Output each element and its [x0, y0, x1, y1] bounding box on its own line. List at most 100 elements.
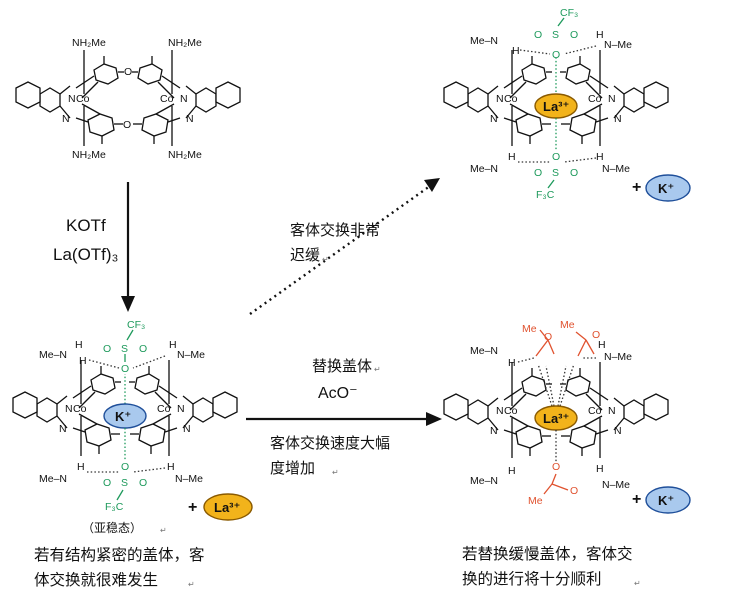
- atom-n-me: N–Me: [177, 349, 205, 361]
- atom-h: H: [596, 29, 604, 41]
- return-mark: ↵: [634, 579, 641, 588]
- atom-me-n: Me–N: [39, 349, 67, 361]
- triflate-o: O: [552, 151, 560, 163]
- return-mark: ↵: [160, 526, 167, 535]
- atom-n: N: [496, 405, 504, 417]
- ion-lanthanum-free: La³⁺: [214, 500, 240, 515]
- acetate-me: Me: [528, 495, 543, 507]
- atom-n-me: N–Me: [604, 39, 632, 51]
- triflate-cf3: CF₃: [127, 319, 145, 331]
- atom-nh2me: NH₂Me: [72, 37, 106, 49]
- replace-cap-label: 替换盖体: [312, 357, 372, 375]
- triflate-o: O: [121, 461, 129, 473]
- cage-empty: N Co Co N N N O O NH₂Me NH₂Me NH₂Me NH₂M…: [15, 37, 241, 161]
- atom-nh2me: NH₂Me: [168, 149, 202, 161]
- atom-n: N: [68, 93, 76, 105]
- atom-me-n: Me–N: [39, 473, 67, 485]
- atom-n: N: [614, 113, 622, 125]
- atom-co: Co: [588, 405, 602, 417]
- atom-n: N: [65, 403, 73, 415]
- atom-co: Co: [588, 93, 602, 105]
- atom-h: H: [508, 151, 516, 163]
- free-potassium-ion: K⁺: [645, 174, 691, 202]
- atom-n: N: [177, 403, 185, 415]
- atom-h: H: [77, 461, 85, 473]
- plus-sign: +: [188, 499, 197, 516]
- atom-co: Co: [504, 93, 518, 105]
- triflate-o: O: [121, 363, 129, 375]
- triflate-o: O: [570, 29, 578, 41]
- atom-h: H: [75, 339, 83, 351]
- reagent-la-otf3: La(OTf)₃: [53, 245, 119, 264]
- atom-me-n: Me–N: [470, 475, 498, 487]
- atom-h: H: [508, 357, 516, 369]
- ion-lanthanum-inner: La³⁺: [543, 99, 569, 114]
- fast-exchange-label-2: 度增加: [270, 459, 315, 477]
- reaction-arrow-down: [121, 182, 135, 312]
- slow-exchange-label-2: 迟缓: [290, 246, 320, 264]
- atom-h: H: [596, 151, 604, 163]
- plus-sign: +: [632, 179, 641, 196]
- atom-n: N: [614, 425, 622, 437]
- acetate-o: O: [544, 331, 552, 343]
- reaction-arrow-dotted: [249, 178, 440, 315]
- atom-n: N: [62, 113, 70, 125]
- atom-me-n: Me–N: [470, 163, 498, 175]
- left-caption-line-1: 若有结构紧密的盖体，客: [34, 546, 205, 564]
- reaction-arrow-right: [246, 412, 442, 426]
- atom-n: N: [608, 93, 616, 105]
- return-mark: ↵: [322, 255, 329, 264]
- acetate-o: O: [570, 485, 578, 497]
- right-caption-line-2: 换的进行将十分顺利: [462, 570, 602, 588]
- atom-h: H: [167, 461, 175, 473]
- triflate-s: S: [121, 477, 128, 489]
- ion-lanthanum-inner: La³⁺: [543, 411, 569, 426]
- cage-lanthanum-acetate: N Co Co N N N Me O Me O Me–N H H N–Me La…: [443, 319, 669, 507]
- free-lanthanum-ion: La³⁺: [203, 493, 253, 521]
- triflate-s: S: [121, 343, 128, 355]
- atom-me-n: Me–N: [470, 35, 498, 47]
- atom-nh2me: NH₂Me: [72, 149, 106, 161]
- right-caption-line-1: 若替换缓慢盖体，客体交: [462, 545, 633, 563]
- cage-lanthanum-triflate: N Co Co N N N O S O O CF₃ Me–N H H N–Me …: [443, 7, 669, 201]
- metastable-label: （亚稳态）: [82, 520, 142, 535]
- acetate-o: O: [592, 329, 600, 341]
- ion-potassium-free: K⁺: [658, 181, 674, 196]
- atom-n-me: N–Me: [604, 351, 632, 363]
- reagent-kotf: KOTf: [66, 216, 106, 235]
- plus-sign: +: [632, 491, 641, 508]
- reagent-acetate: AcO⁻: [318, 385, 358, 402]
- fast-exchange-label-1: 客体交换速度大幅: [270, 434, 390, 452]
- atom-co: Co: [73, 403, 87, 415]
- acetate-o: O: [552, 461, 560, 473]
- ion-potassium-free: K⁺: [658, 493, 674, 508]
- left-caption-line-2: 体交换就很难发生: [34, 571, 158, 589]
- atom-co: Co: [504, 405, 518, 417]
- cage-potassium-triflate: N Co Co N N N O S O O CF₃ Me–N H H H N–M…: [12, 319, 238, 513]
- return-mark: ↵: [374, 365, 381, 374]
- atom-nh2me: NH₂Me: [168, 37, 202, 49]
- acetate-me: Me: [560, 319, 575, 331]
- triflate-cf3: CF₃: [560, 7, 578, 19]
- atom-n: N: [180, 93, 188, 105]
- atom-n-me: N–Me: [602, 479, 630, 491]
- triflate-s: S: [552, 29, 559, 41]
- atom-n: N: [186, 113, 194, 125]
- atom-h: H: [596, 463, 604, 475]
- slow-exchange-label-1: 客体交换非常: [290, 221, 380, 239]
- triflate-o: O: [552, 49, 560, 61]
- triflate-f3c: F₃C: [105, 501, 124, 513]
- atom-h: H: [79, 355, 87, 367]
- triflate-o: O: [570, 167, 578, 179]
- atom-co: Co: [76, 93, 90, 105]
- acetate-me: Me: [522, 323, 537, 335]
- atom-n: N: [183, 423, 191, 435]
- atom-n: N: [59, 423, 67, 435]
- free-potassium-ion: K⁺: [645, 486, 691, 514]
- triflate-o: O: [534, 167, 542, 179]
- triflate-f3c: F₃C: [536, 189, 555, 201]
- atom-h: H: [512, 45, 520, 57]
- triflate-o: O: [534, 29, 542, 41]
- triflate-o: O: [103, 477, 111, 489]
- atom-n-me: N–Me: [175, 473, 203, 485]
